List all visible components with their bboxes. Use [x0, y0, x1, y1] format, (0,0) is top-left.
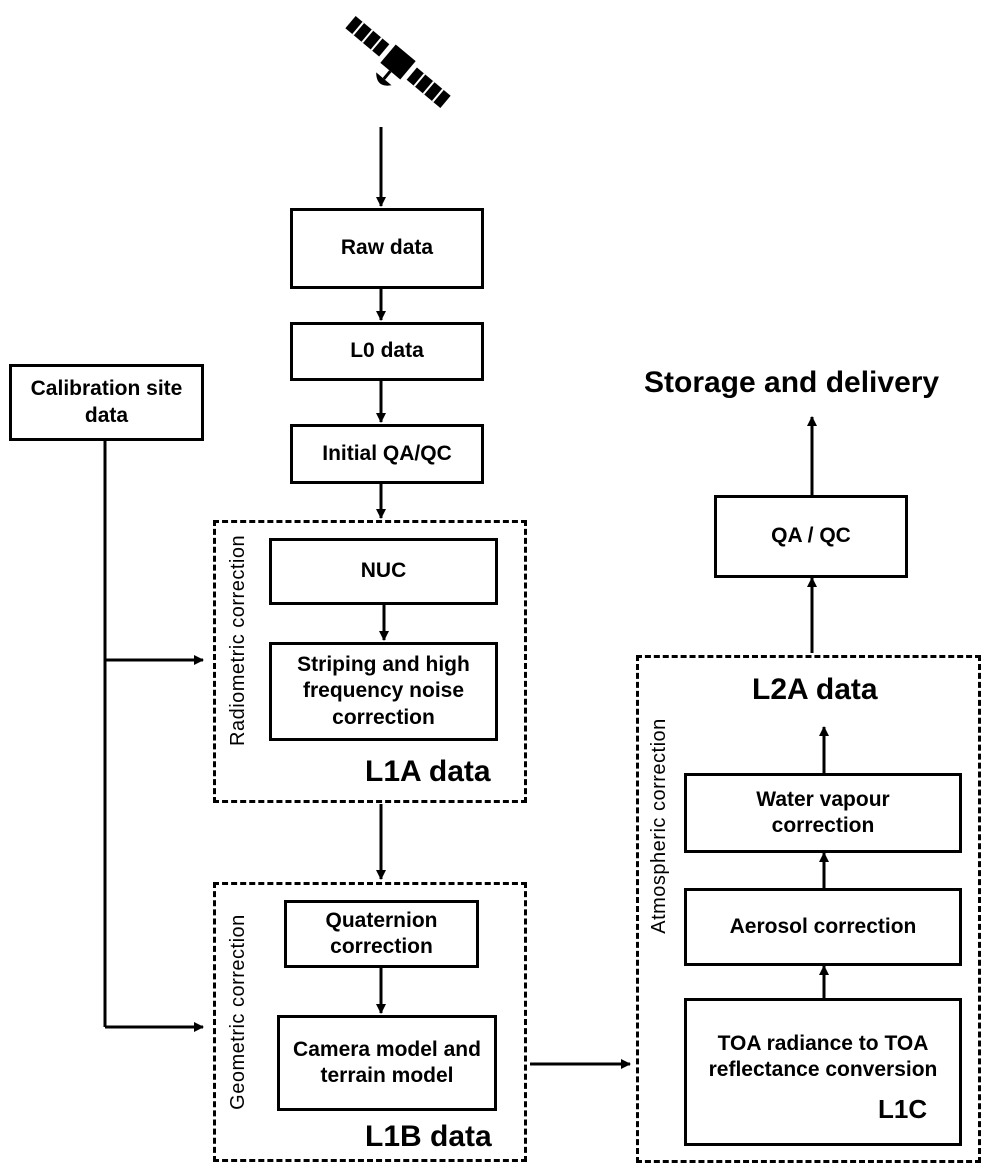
- l1b-group: [213, 882, 527, 1162]
- nuc-label: NUC: [360, 559, 407, 583]
- qa-qc-label: QA / QC: [771, 524, 851, 548]
- radiometric-correction-label: Radiometric correction: [227, 534, 249, 746]
- geometric-correction-label: Geometric correction: [227, 914, 249, 1110]
- camera-label: Camera model and terrain model: [293, 1037, 481, 1087]
- l2a-data-label: L2A data: [752, 673, 878, 706]
- l1a-data-label: L1A data: [365, 755, 491, 788]
- initial-qa-box: Initial QA/QC: [290, 424, 484, 484]
- qa-qc-box: QA / QC: [714, 495, 908, 578]
- calibration-label: Calibration site data: [30, 377, 183, 427]
- camera-box: Camera model and terrain model: [277, 1015, 497, 1111]
- nuc-box: NUC: [269, 538, 498, 605]
- water-vapour-box: Water vapour correction: [684, 773, 962, 853]
- striping-label: Striping and high frequency noise correc…: [297, 653, 470, 729]
- quaternion-box: Quaternion correction: [284, 900, 479, 968]
- l1c-label: L1C: [878, 1094, 928, 1124]
- aerosol-box: Aerosol correction: [684, 888, 962, 966]
- initial-qa-label: Initial QA/QC: [322, 441, 452, 465]
- raw-data-box: Raw data: [290, 208, 484, 289]
- aerosol-label: Aerosol correction: [729, 914, 917, 938]
- satellite-icon: [345, 16, 451, 108]
- l1b-data-label: L1B data: [365, 1120, 492, 1153]
- l0-data-box: L0 data: [290, 322, 484, 381]
- calibration-box: Calibration site data: [9, 364, 204, 441]
- quaternion-label: Quaternion correction: [325, 908, 438, 958]
- striping-box: Striping and high frequency noise correc…: [269, 642, 498, 741]
- storage-delivery-title: Storage and delivery: [644, 366, 940, 399]
- toa-box: TOA radiance to TOA reflectance conversi…: [684, 998, 962, 1146]
- atmospheric-correction-label: Atmospheric correction: [648, 718, 670, 934]
- raw-data-label: Raw data: [340, 236, 434, 260]
- toa-label: TOA radiance to TOA reflectance conversi…: [708, 1032, 938, 1082]
- l0-data-label: L0 data: [350, 339, 424, 363]
- l1a-group: [213, 520, 527, 803]
- l1c-l2a-group: [636, 655, 981, 1163]
- water-vapour-label: Water vapour correction: [756, 787, 890, 837]
